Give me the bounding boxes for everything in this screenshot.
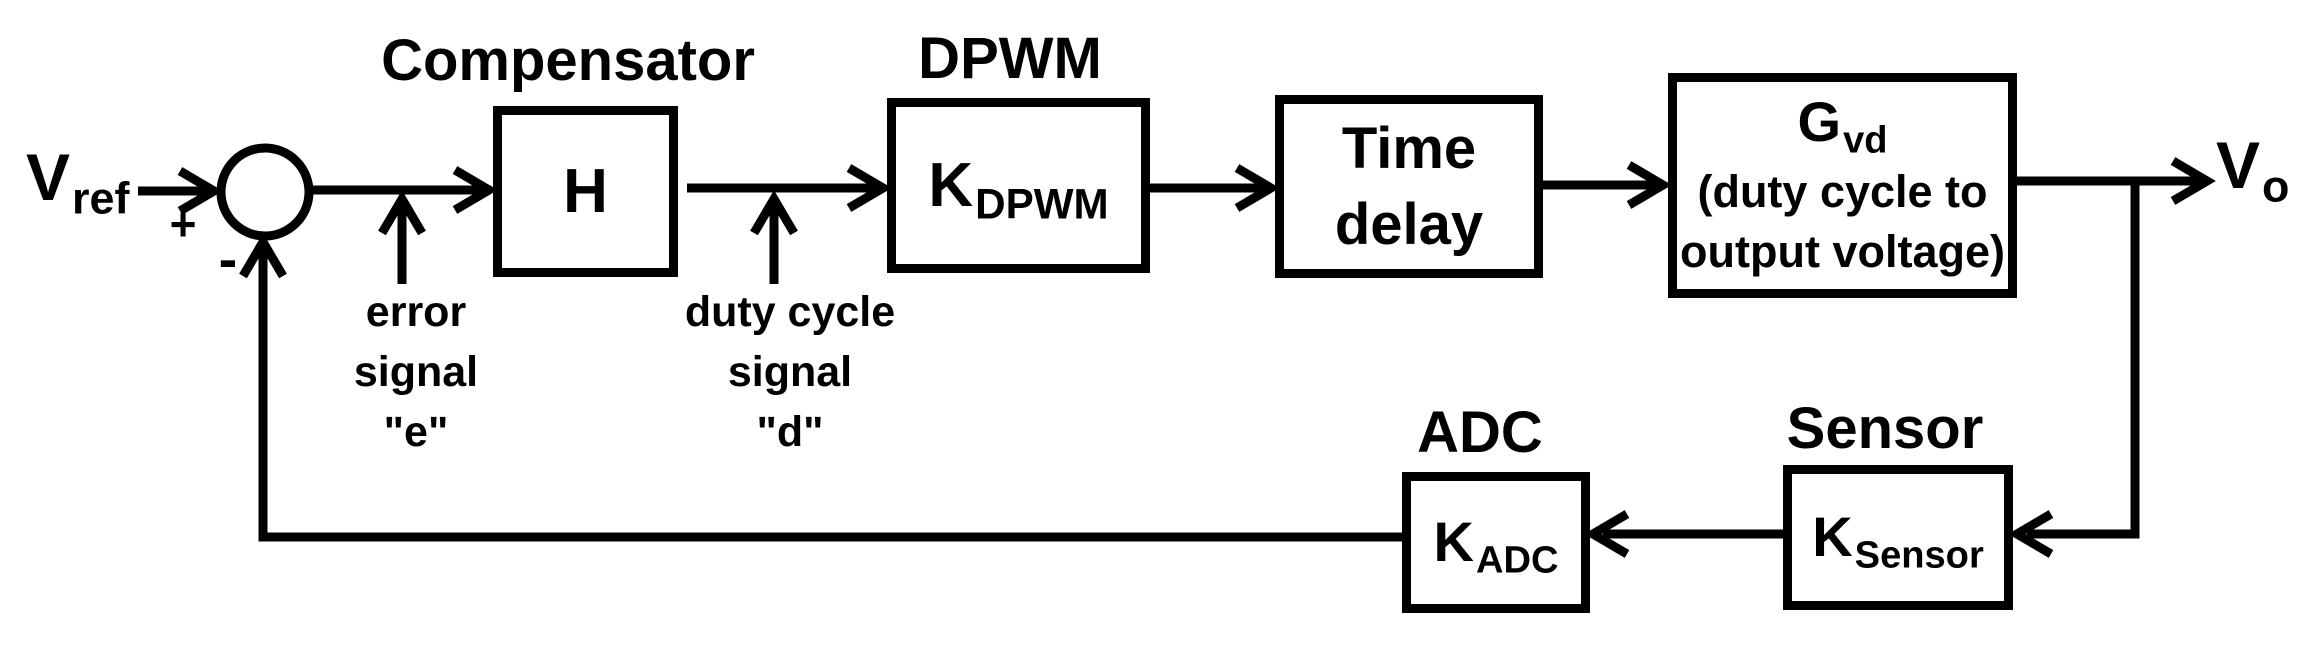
- sensor-block: KSensor: [1783, 465, 2013, 610]
- plus-sign: +: [169, 198, 197, 250]
- gvd-subscript: vd: [1843, 119, 1888, 162]
- arrowhead-right-icon: [2170, 157, 2216, 205]
- time-delay-block: Time delay: [1275, 95, 1543, 278]
- arrowhead-up-icon: [750, 190, 798, 236]
- arrowhead-up-icon: [239, 233, 287, 279]
- sensor-title: Sensor: [1786, 396, 1984, 461]
- vo-subscript: o: [2262, 160, 2290, 212]
- adc-gain-base: K: [1433, 510, 1474, 574]
- arrowhead-right-icon: [1234, 164, 1280, 212]
- duty-signal-line2: signal: [727, 348, 853, 396]
- feedback-branch-line: [2027, 181, 2140, 539]
- vo-base: V: [2216, 128, 2261, 202]
- adc-title: ADC: [1417, 400, 1543, 465]
- sensor-gain-base: K: [1812, 505, 1853, 569]
- sensor-block-label: KSensor: [1812, 505, 1984, 576]
- arrowhead-right-icon: [846, 164, 892, 212]
- vo-label: Vo: [2216, 132, 2289, 208]
- error-signal-line1: error: [365, 288, 467, 336]
- sensor-gain-subscript: Sensor: [1854, 534, 1984, 577]
- compensator-block-label: H: [563, 156, 608, 226]
- arrowhead-up-icon: [378, 190, 426, 236]
- summing-junction-circle: [216, 143, 314, 241]
- gvd-block-label: Gvd: [1798, 89, 1888, 162]
- time-delay-line1: Time: [1341, 115, 1477, 181]
- compensator-block: H: [493, 106, 678, 277]
- gvd-base: G: [1797, 90, 1842, 153]
- duty-signal-line1: duty cycle: [684, 288, 896, 336]
- time-delay-line2: delay: [1334, 191, 1484, 257]
- arrowhead-left-icon: [1584, 510, 1630, 558]
- arrowhead-right-icon: [177, 167, 223, 215]
- error-signal-label: error signal "e": [354, 282, 478, 462]
- minus-sign: -: [218, 227, 238, 290]
- error-signal-line3: "e": [383, 408, 449, 456]
- vref-subscript: ref: [72, 172, 130, 224]
- duty-cycle-signal-label: duty cycle signal "d": [685, 282, 895, 462]
- adc-block-label: KADC: [1433, 510, 1559, 581]
- arrowhead-left-icon: [2008, 510, 2054, 558]
- dpwm-block: KDPWM: [887, 98, 1150, 273]
- arrowhead-right-icon: [1626, 161, 1672, 209]
- feedback-return-line: [258, 250, 1402, 542]
- dpwm-gain-base: K: [928, 150, 974, 220]
- arrowhead-right-icon: [452, 166, 498, 214]
- dpwm-block-label: KDPWM: [928, 150, 1108, 228]
- gvd-desc-line1: (duty cycle to: [1697, 166, 1988, 217]
- vref-base: V: [26, 140, 71, 214]
- compensator-title: Compensator: [381, 28, 755, 93]
- dpwm-gain-subscript: DPWM: [975, 180, 1109, 228]
- gvd-block: Gvd (duty cycle to output voltage): [1668, 73, 2017, 298]
- duty-signal-line3: "d": [756, 408, 824, 456]
- error-signal-line2: signal: [353, 348, 479, 396]
- adc-block: KADC: [1402, 472, 1590, 613]
- adc-gain-subscript: ADC: [1475, 539, 1559, 582]
- vref-label: Vref: [26, 144, 129, 220]
- gvd-desc-line2: output voltage): [1680, 226, 2005, 277]
- dpwm-title: DPWM: [918, 26, 1102, 91]
